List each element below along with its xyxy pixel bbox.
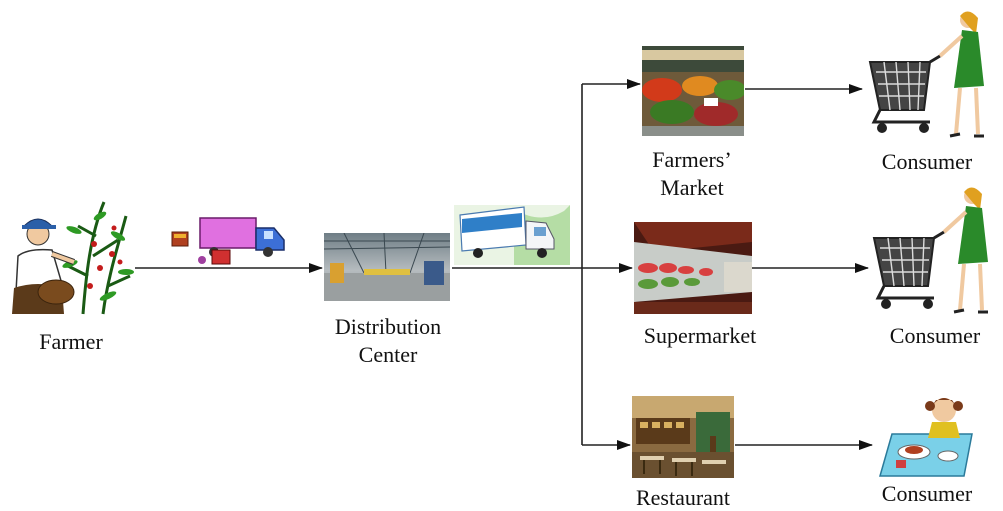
vegetable-market-photo bbox=[642, 46, 744, 136]
supermarket-aisle-photo bbox=[634, 222, 752, 314]
shopper-with-cart-icon bbox=[872, 187, 988, 314]
farmer-harvesting-icon bbox=[12, 201, 134, 315]
distribution-center-label-line1: Distribution bbox=[334, 314, 442, 339]
warehouse-photo bbox=[324, 233, 450, 301]
distribution-center-label: Distribution Center bbox=[318, 313, 458, 369]
farmers-market-label-line1: Farmers’ bbox=[652, 147, 732, 172]
restaurant-label: Restaurant bbox=[635, 485, 731, 510]
farmers-market-label-line2: Market bbox=[660, 175, 724, 200]
supermarket-label: Supermarket bbox=[643, 323, 757, 348]
refrigerated-truck-photo bbox=[454, 205, 570, 265]
delivery-truck-icon bbox=[171, 217, 285, 265]
shopper-with-cart-icon bbox=[868, 11, 984, 138]
consumer-label-1: Consumer bbox=[881, 149, 973, 174]
farmer-label: Farmer bbox=[39, 329, 103, 354]
girl-eating-meal-icon bbox=[879, 398, 973, 477]
restaurant-interior-photo bbox=[632, 396, 734, 478]
farmers-market-label: Farmers’ Market bbox=[628, 146, 756, 202]
consumer-label-3: Consumer bbox=[881, 481, 973, 506]
consumer-label-2: Consumer bbox=[889, 323, 981, 348]
distribution-center-label-line2: Center bbox=[358, 342, 418, 367]
